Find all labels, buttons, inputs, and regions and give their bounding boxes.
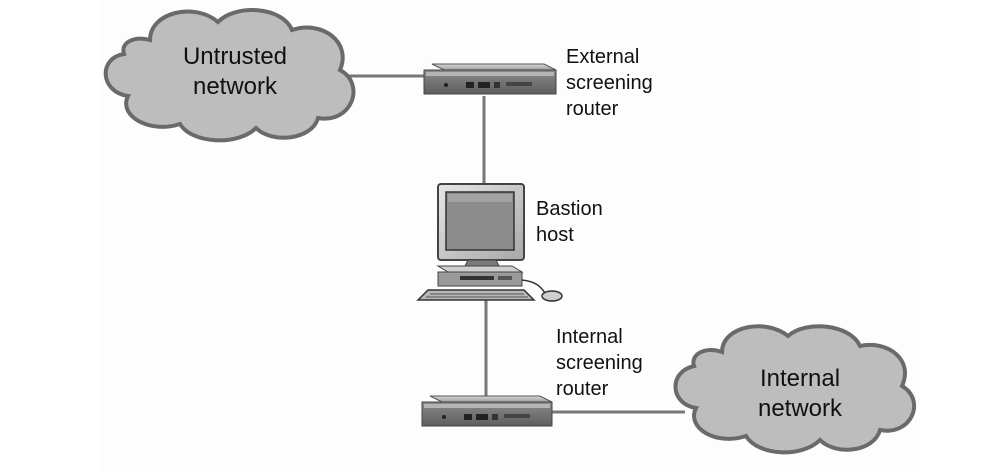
external-router-icon — [423, 63, 557, 95]
internal-router-icon — [421, 395, 553, 427]
external-router-label: External screening router — [566, 44, 653, 122]
untrusted-network-label: Untrusted network — [160, 42, 310, 102]
external-router-label-line2: screening — [566, 72, 653, 94]
bastion-host-label-line2: host — [536, 224, 574, 246]
internal-router-label-line2: screening — [556, 352, 643, 374]
internal-network-label: Internal network — [720, 364, 880, 424]
bastion-host-label-line1: Bastion — [536, 198, 603, 220]
untrusted-network-label-line2: network — [192, 73, 278, 100]
internal-router-label: Internal screening router — [556, 324, 643, 402]
internal-network-label-line1: Internal — [759, 365, 841, 392]
bastion-host-computer-icon — [416, 183, 563, 302]
internal-network-label-line2: network — [757, 395, 843, 422]
internal-router-label-line1: Internal — [556, 326, 623, 348]
bastion-host-label: Bastion host — [536, 196, 603, 248]
internal-network-cloud-icon — [673, 324, 916, 455]
external-router-label-line3: router — [566, 98, 619, 120]
untrusted-network-label-line1: Untrusted — [182, 43, 288, 70]
internal-router-label-line3: router — [556, 378, 609, 400]
untrusted-network-cloud-icon — [103, 8, 356, 143]
external-router-label-line1: External — [566, 46, 640, 68]
